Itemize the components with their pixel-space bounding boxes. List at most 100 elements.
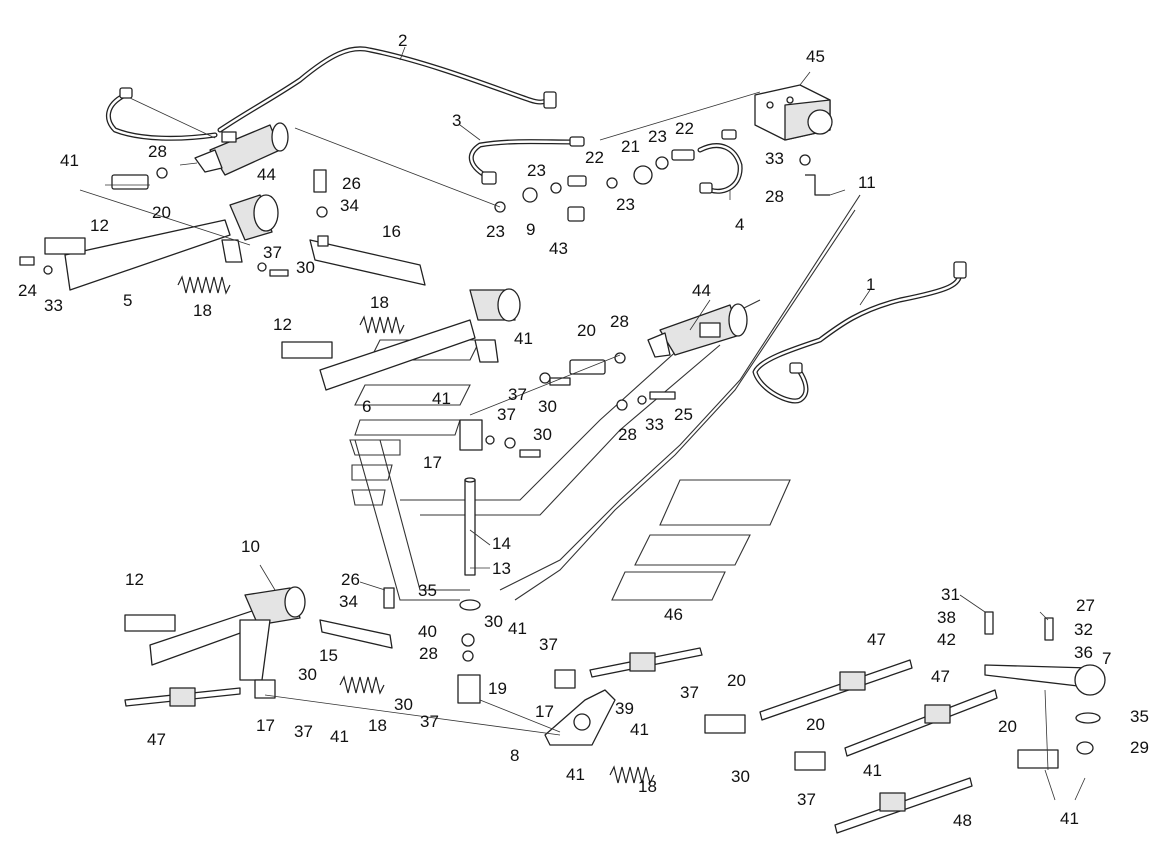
callout-30b: 30	[538, 397, 557, 416]
brake-tube-1	[752, 261, 967, 404]
callout-37h: 37	[797, 790, 816, 809]
callout-28e: 28	[419, 644, 438, 663]
lever-7	[984, 611, 1106, 755]
callout-12a: 12	[90, 216, 109, 235]
brake-tube-4	[697, 129, 743, 194]
callout-30d: 30	[484, 612, 503, 631]
cable-47-right	[704, 659, 998, 771]
callout-37g: 37	[680, 683, 699, 702]
callout-23b: 23	[527, 161, 546, 180]
callout-37c: 37	[497, 405, 516, 424]
callout-17c: 17	[535, 702, 554, 721]
callout-33c: 33	[765, 149, 784, 168]
callout-labels: 1 2 3 4 5 6 7 8 9 10 11 12 12 12 13 14 1…	[18, 31, 1149, 830]
cable-48	[834, 749, 1059, 834]
callout-12c: 12	[125, 570, 144, 589]
callout-27: 27	[1076, 596, 1095, 615]
callout-9: 9	[526, 220, 535, 239]
callout-16: 16	[382, 222, 401, 241]
callout-30g: 30	[731, 767, 750, 786]
callout-23a: 23	[648, 127, 667, 146]
callout-37b: 37	[508, 385, 527, 404]
watermark-logo	[349, 194, 861, 601]
callout-34a: 34	[340, 196, 359, 215]
brake-tube-3	[468, 136, 585, 185]
callout-20e: 20	[998, 717, 1017, 736]
callout-41d: 41	[508, 619, 527, 638]
callout-4: 4	[735, 215, 744, 234]
callout-41a: 41	[60, 151, 79, 170]
callout-47c: 47	[931, 667, 950, 686]
bracket-16	[309, 235, 426, 286]
callout-18c: 18	[368, 716, 387, 735]
callout-10: 10	[241, 537, 260, 556]
spring-18-b	[359, 315, 405, 335]
callout-11: 11	[858, 173, 876, 192]
callout-30f: 30	[394, 695, 413, 714]
spring-18-c	[339, 675, 385, 695]
callout-13: 13	[492, 559, 511, 578]
callout-21: 21	[621, 137, 640, 156]
cable-47-left	[124, 679, 276, 707]
pedal-10	[124, 586, 306, 681]
lever-8	[544, 689, 616, 746]
callout-40: 40	[418, 622, 437, 641]
callout-18b: 18	[370, 293, 389, 312]
cable-46	[554, 647, 703, 689]
callout-37a: 37	[263, 243, 282, 262]
callout-7: 7	[1102, 649, 1111, 668]
callout-35b: 35	[1130, 707, 1149, 726]
pedal-6	[281, 288, 521, 391]
callout-38: 38	[937, 608, 956, 627]
spring-18-d	[609, 765, 655, 785]
callout-28d: 28	[765, 187, 784, 206]
callout-42: 42	[937, 630, 956, 649]
callout-47a: 47	[147, 730, 166, 749]
pedal-5	[19, 194, 289, 291]
rod-14	[459, 477, 481, 611]
callout-44b: 44	[692, 281, 711, 300]
callout-36: 36	[1074, 643, 1093, 662]
fittings-top	[111, 149, 830, 222]
callout-8: 8	[510, 746, 519, 765]
callout-20c: 20	[727, 671, 746, 690]
callout-28b: 28	[610, 312, 629, 331]
callout-37d: 37	[539, 635, 558, 654]
callout-48: 48	[953, 811, 972, 830]
callout-44a: 44	[257, 165, 276, 184]
callout-15: 15	[319, 646, 338, 665]
callout-6: 6	[362, 397, 371, 416]
callout-41h: 41	[863, 761, 882, 780]
callout-26a: 26	[342, 174, 361, 193]
callout-41g: 41	[566, 765, 585, 784]
callout-41b: 41	[514, 329, 533, 348]
callout-41i: 41	[1060, 809, 1079, 828]
callout-18a: 18	[193, 301, 212, 320]
callout-32: 32	[1074, 620, 1093, 639]
middle-fasteners	[459, 372, 676, 458]
valve-block-45	[754, 84, 833, 141]
callout-18d: 18	[638, 777, 657, 796]
callout-2: 2	[398, 31, 407, 50]
master-cylinder-top	[179, 122, 289, 176]
callout-17b: 17	[256, 716, 275, 735]
callout-41e: 41	[330, 727, 349, 746]
leader-lines	[79, 46, 1086, 801]
callout-1: 1	[866, 275, 875, 294]
callout-37e: 37	[294, 722, 313, 741]
callout-28a: 28	[148, 142, 167, 161]
callout-33b: 33	[645, 415, 664, 434]
callout-39: 39	[615, 699, 634, 718]
callout-43: 43	[549, 239, 568, 258]
callout-20b: 20	[577, 321, 596, 340]
callout-25: 25	[674, 405, 693, 424]
callout-29: 29	[1130, 738, 1149, 757]
callout-28c: 28	[618, 425, 637, 444]
callout-31: 31	[941, 585, 960, 604]
callout-17a: 17	[423, 453, 442, 472]
callout-19: 19	[488, 679, 507, 698]
callout-5: 5	[123, 291, 132, 310]
callout-23c: 23	[616, 195, 635, 214]
bracket-15	[319, 587, 395, 649]
